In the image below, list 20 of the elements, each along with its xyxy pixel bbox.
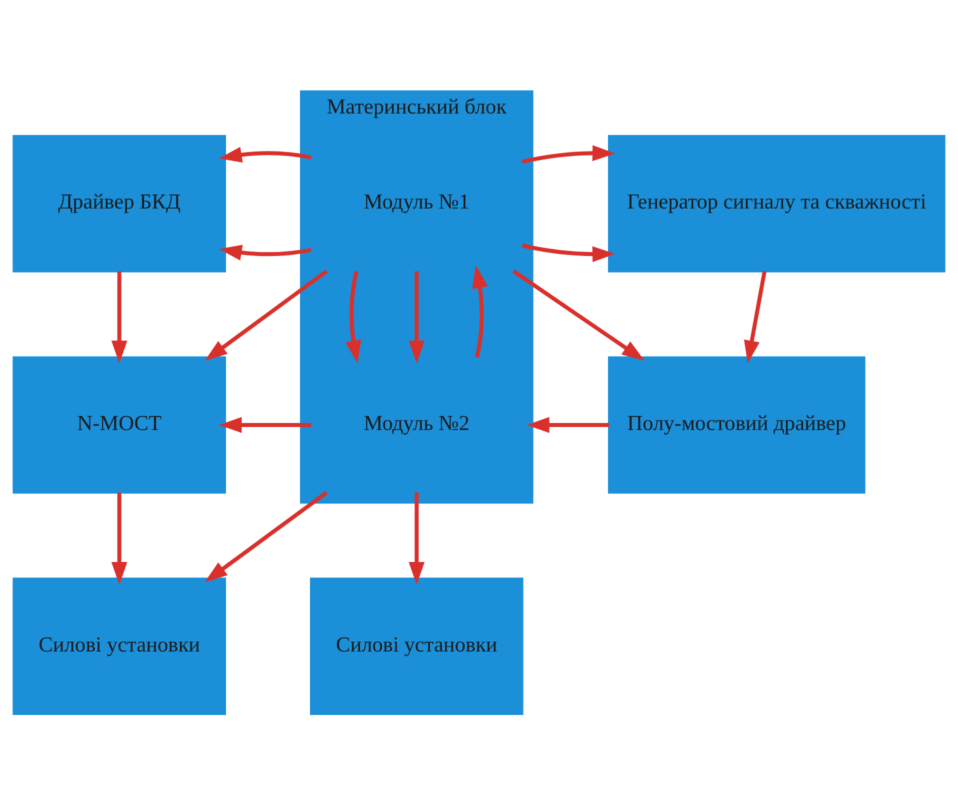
arrow — [408, 270, 425, 363]
arrow — [204, 490, 328, 582]
arrow — [408, 492, 425, 584]
node-box: Генератор сигналу та скважності — [608, 134, 946, 272]
arrow — [111, 270, 128, 363]
arrow — [744, 270, 767, 363]
node-box: N-МОСТ — [12, 356, 226, 494]
node-box: Силові установки — [310, 577, 524, 714]
node-box: Драйвер БКД — [12, 134, 226, 272]
node-text: Модуль №1 — [364, 189, 470, 214]
arrow — [526, 416, 609, 432]
node-text: Модуль №2 — [364, 410, 470, 435]
arrow — [512, 269, 645, 360]
arrow — [111, 492, 128, 584]
arrow — [204, 269, 328, 360]
node-box: Полу-мостовий драйвер — [608, 356, 866, 494]
node-box: Силові установки — [12, 577, 226, 714]
arrow — [346, 270, 362, 363]
arrow — [218, 416, 312, 432]
arrow — [472, 264, 488, 358]
